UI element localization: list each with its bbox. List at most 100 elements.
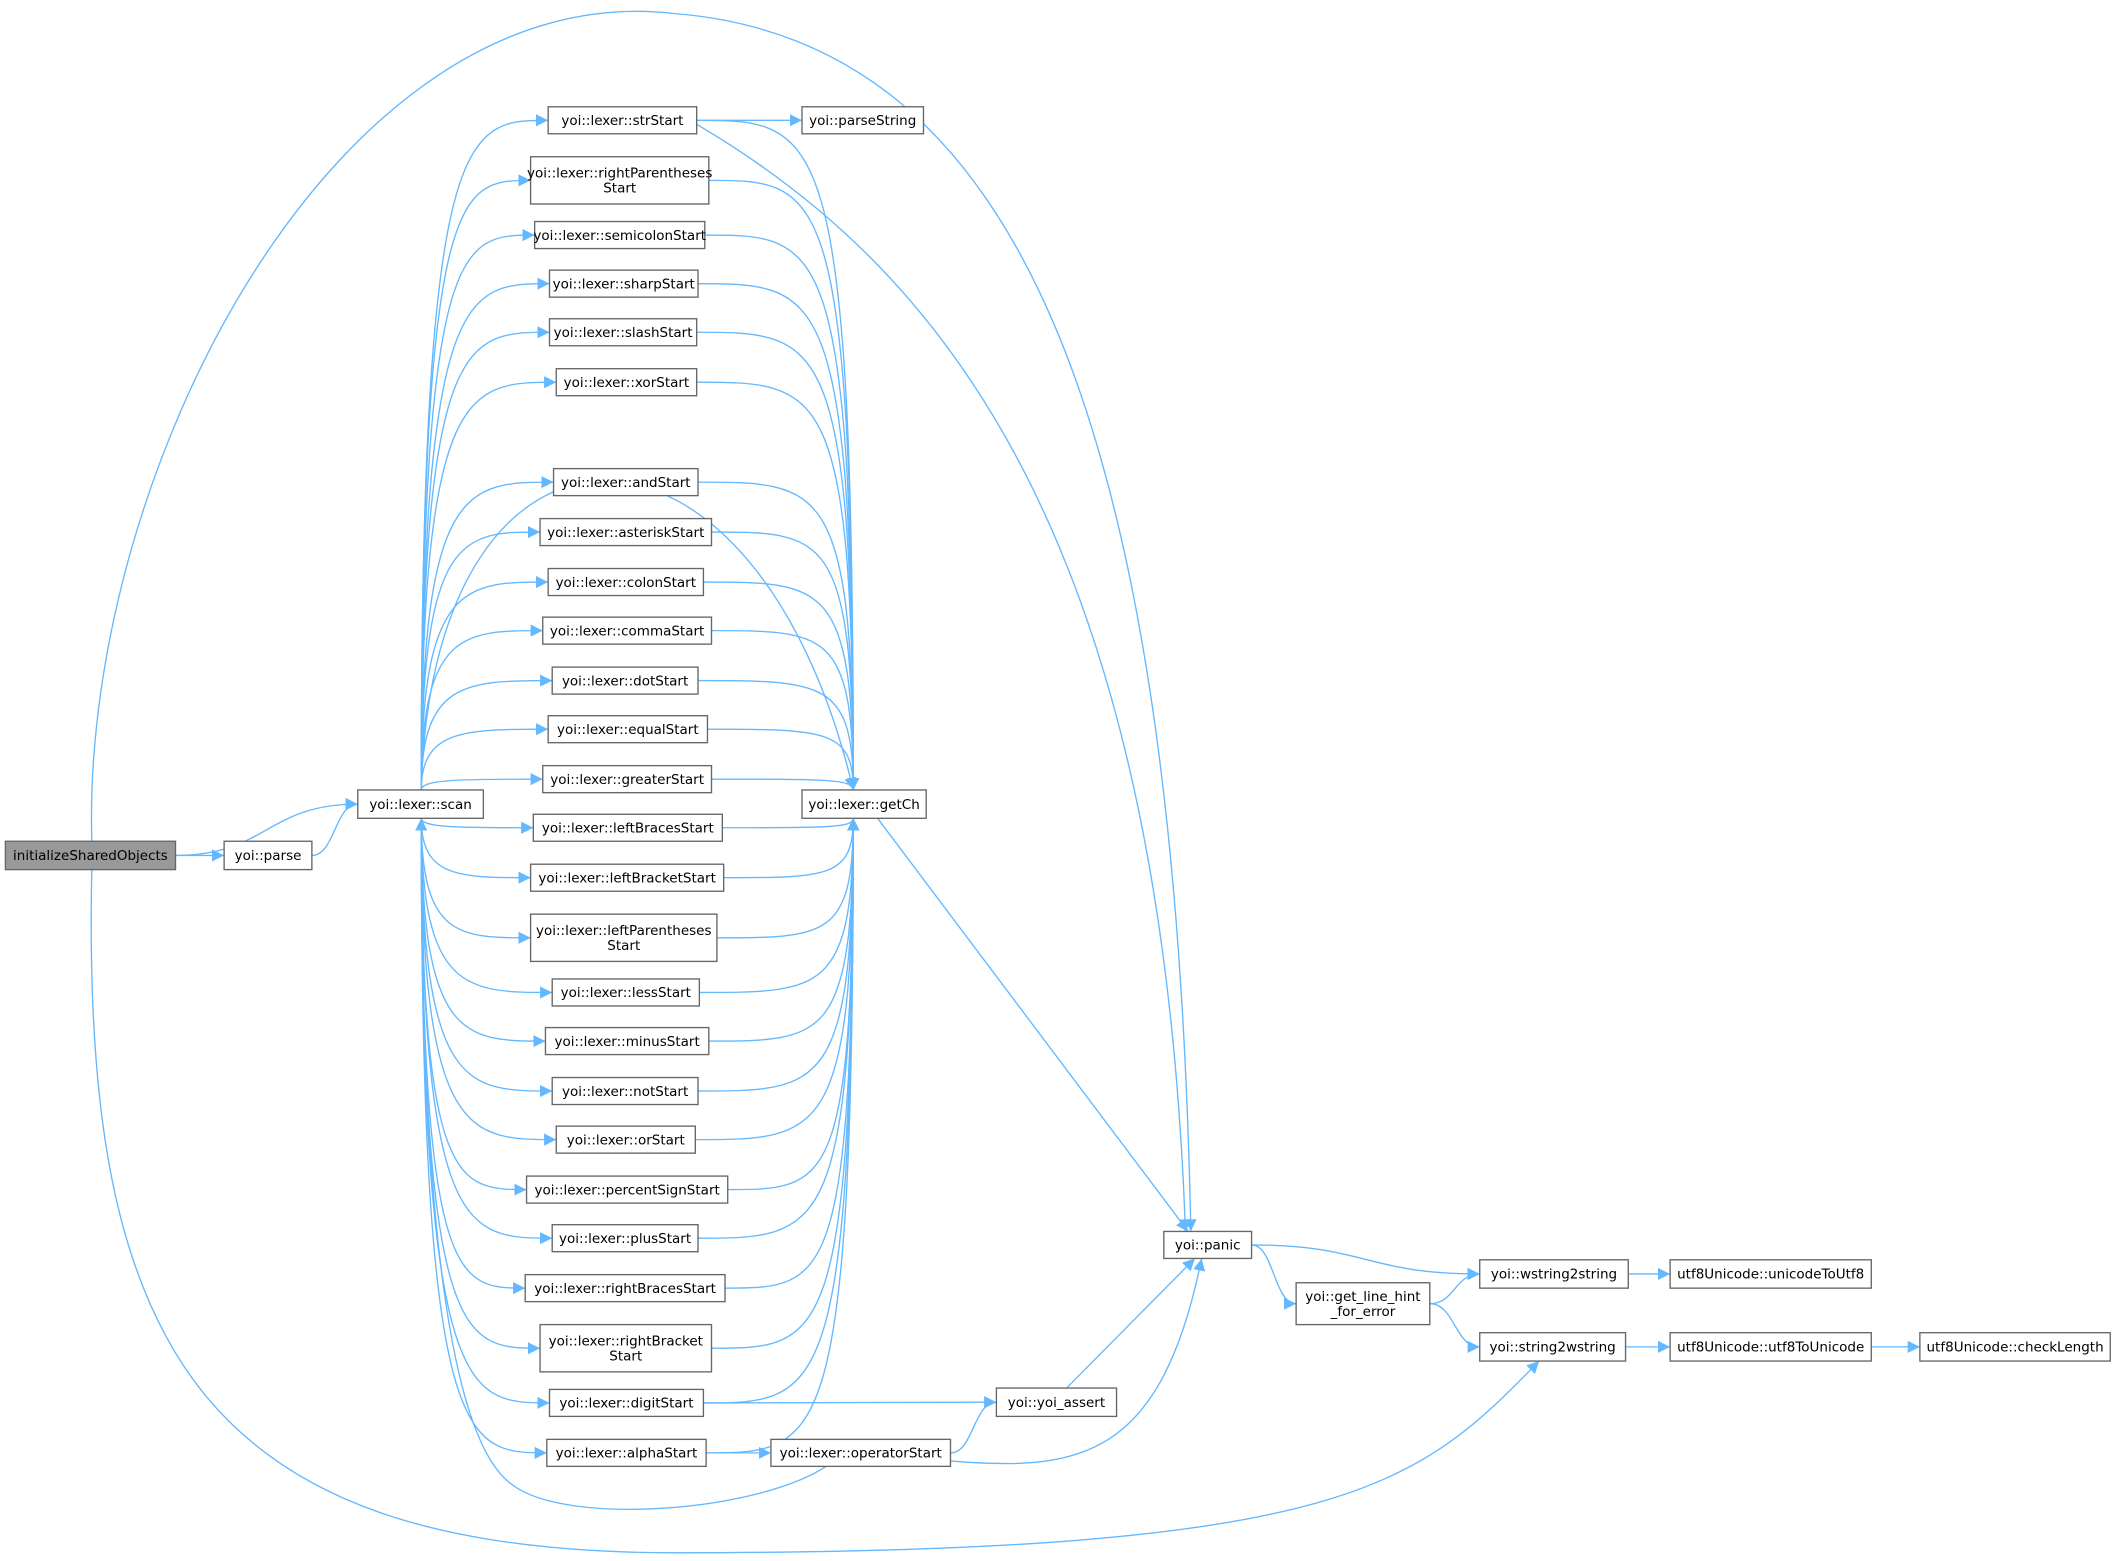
- node-box: [223, 840, 313, 871]
- node-slash[interactable]: yoi::lexer::slashStart: [548, 318, 698, 347]
- node-alpha[interactable]: yoi::lexer::alphaStart: [546, 1438, 707, 1468]
- node-u2u8[interactable]: utf8Unicode::unicodeToUtf8: [1669, 1259, 1872, 1289]
- edge-scan-to-less: [420, 818, 553, 999]
- edge-scan-to-leftPar: [420, 818, 531, 944]
- node-percent[interactable]: yoi::lexer::percentSignStart: [525, 1175, 729, 1204]
- node-panic[interactable]: yoi::panic: [1163, 1230, 1253, 1260]
- node-label: utf8Unicode::utf8ToUnicode: [1677, 1340, 1864, 1356]
- node-not[interactable]: yoi::lexer::notStart: [551, 1076, 699, 1106]
- edge-greater-to-getCh: [711, 777, 860, 791]
- node-label: yoi::lexer::alphaStart: [556, 1446, 698, 1462]
- node-label: yoi::lexer::leftBracketStart: [538, 870, 715, 886]
- node-u8tu[interactable]: utf8Unicode::utf8ToUnicode: [1669, 1332, 1872, 1362]
- node-label: yoi::lexer::xorStart: [564, 375, 690, 391]
- node-label: yoi::string2wstring: [1490, 1340, 1616, 1356]
- node-label: initializeSharedObjects: [13, 848, 168, 864]
- node-box: [551, 1224, 699, 1253]
- node-scan[interactable]: yoi::lexer::scan: [357, 789, 485, 819]
- edge-scan-to-or: [420, 818, 557, 1146]
- edge-init-to-panic: [90, 10, 1197, 1232]
- node-box: [547, 567, 705, 597]
- edge-not-to-getCh: [698, 818, 860, 1092]
- node-init[interactable]: initializeSharedObjects: [4, 840, 177, 871]
- node-sharp[interactable]: yoi::lexer::sharpStart: [548, 269, 699, 298]
- node-less[interactable]: yoi::lexer::lessStart: [551, 978, 701, 1007]
- node-and[interactable]: yoi::lexer::andStart: [552, 467, 699, 497]
- node-box: [551, 1076, 699, 1106]
- edge-operator-to-scan: [415, 818, 827, 1510]
- node-label: yoi::parse: [235, 848, 302, 864]
- edge-comma-to-getCh: [711, 629, 860, 790]
- edge-leftPar-to-getCh: [716, 818, 860, 939]
- edge-scan-to-semicolon: [420, 228, 535, 790]
- node-asterisk[interactable]: yoi::lexer::asteriskStart: [539, 517, 713, 547]
- node-rightBraces[interactable]: yoi::lexer::rightBracesStart: [524, 1273, 726, 1303]
- edge-scan-to-dot: [420, 674, 553, 790]
- node-greater[interactable]: yoi::lexer::greaterStart: [542, 764, 713, 794]
- node-xor[interactable]: yoi::lexer::xorStart: [555, 368, 698, 397]
- edge-rightPar-to-getCh: [708, 179, 860, 790]
- node-plus[interactable]: yoi::lexer::plusStart: [551, 1224, 699, 1253]
- node-dot[interactable]: yoi::lexer::dotStart: [551, 666, 699, 695]
- node-box: [547, 715, 709, 744]
- edge-and-to-getCh: [698, 481, 860, 790]
- edge-scan-to-leftBraces: [420, 818, 534, 834]
- node-box: [548, 269, 699, 298]
- node-box: [801, 106, 925, 135]
- node-colon[interactable]: yoi::lexer::colonStart: [547, 567, 705, 597]
- edge-digit-to-getCh: [703, 818, 860, 1404]
- node-parseString[interactable]: yoi::parseString: [801, 106, 925, 135]
- edge-rightBracket-to-getCh: [711, 818, 860, 1349]
- node-w2s[interactable]: yoi::wstring2string: [1479, 1259, 1629, 1289]
- node-box: [529, 863, 725, 892]
- edge-init-to-scan: [175, 798, 358, 857]
- node-comma[interactable]: yoi::lexer::commaStart: [542, 616, 713, 645]
- edge-semicolon-to-getCh: [704, 234, 860, 790]
- node-label: Start: [609, 1348, 642, 1364]
- node-box: [1919, 1332, 2111, 1362]
- edge-percent-to-getCh: [727, 818, 860, 1191]
- node-box: [539, 517, 713, 547]
- node-equal[interactable]: yoi::lexer::equalStart: [547, 715, 709, 744]
- node-getCh[interactable]: yoi::lexer::getCh: [801, 789, 927, 819]
- edge-less-to-getCh: [699, 818, 860, 994]
- node-parse[interactable]: yoi::parse: [223, 840, 313, 871]
- node-operator[interactable]: yoi::lexer::operatorStart: [770, 1438, 952, 1468]
- node-label: yoi::lexer::leftBracesStart: [542, 820, 714, 836]
- edge-dot-to-getCh: [698, 679, 860, 790]
- node-label: yoi::lexer::equalStart: [557, 722, 699, 738]
- node-or[interactable]: yoi::lexer::orStart: [555, 1125, 696, 1154]
- node-box: [1479, 1259, 1629, 1289]
- node-assert[interactable]: yoi::yoi_assert: [995, 1387, 1118, 1418]
- edge-scan-to-rightBracket: [420, 818, 541, 1355]
- node-minus[interactable]: yoi::lexer::minusStart: [544, 1026, 710, 1056]
- node-label: utf8Unicode::unicodeToUtf8: [1677, 1267, 1864, 1283]
- node-strStart[interactable]: yoi::lexer::strStart: [547, 106, 698, 135]
- node-box: [555, 1125, 696, 1154]
- node-label: yoi::lexer::percentSignStart: [534, 1182, 719, 1198]
- edge-init-to-s2w: [90, 869, 1540, 1554]
- node-leftBraces[interactable]: yoi::lexer::leftBracesStart: [532, 813, 723, 842]
- node-label: yoi::get_line_hint: [1305, 1289, 1420, 1305]
- node-box: [1295, 1282, 1431, 1326]
- node-label: yoi::lexer::dotStart: [562, 673, 688, 689]
- edge-scan-to-digit: [420, 818, 550, 1409]
- edge-strStart-to-panic: [696, 123, 1192, 1232]
- edge-scan-to-slash: [420, 326, 550, 790]
- node-s2w[interactable]: yoi::string2wstring: [1479, 1332, 1627, 1362]
- node-label: _for_error: [1330, 1304, 1396, 1320]
- node-check[interactable]: utf8Unicode::checkLength: [1919, 1332, 2111, 1362]
- node-semicolon[interactable]: yoi::lexer::semicolonStart: [533, 220, 706, 250]
- node-lineHint[interactable]: yoi::get_line_hint_for_error: [1295, 1282, 1431, 1326]
- node-leftBracket[interactable]: yoi::lexer::leftBracketStart: [529, 863, 725, 892]
- node-label: yoi::lexer::leftParentheses: [536, 923, 712, 939]
- node-label: yoi::lexer::getCh: [808, 797, 919, 813]
- edges: [90, 10, 1920, 1554]
- node-digit[interactable]: yoi::lexer::digitStart: [548, 1388, 705, 1418]
- edge-minus-to-getCh: [708, 818, 860, 1042]
- edge-xor-to-getCh: [696, 381, 860, 790]
